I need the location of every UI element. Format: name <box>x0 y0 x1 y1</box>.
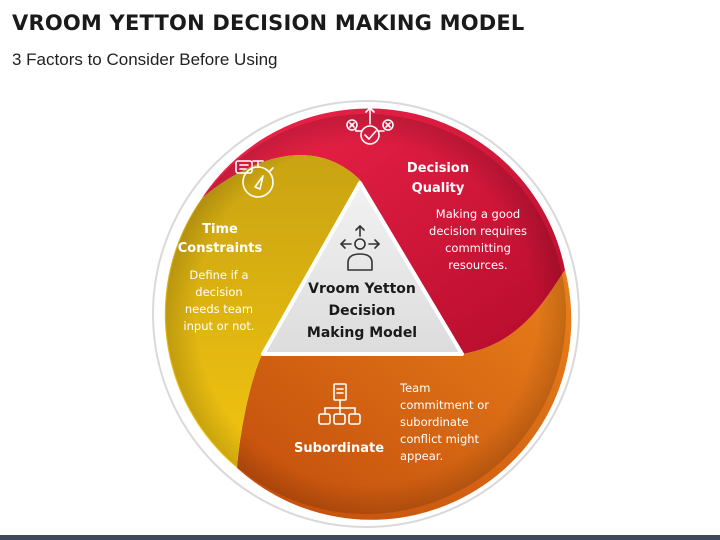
subordinate-body-2: commitment or <box>400 398 489 412</box>
subordinate-body-5: appear. <box>400 449 443 463</box>
time-constraints-body-1: Define if a <box>189 268 248 282</box>
org-chart-icon <box>318 383 361 425</box>
footer-bar <box>0 535 720 540</box>
decision-quality-body-4: resources. <box>448 258 507 272</box>
center-label-line-1: Vroom Yetton <box>308 281 416 297</box>
decision-quality-body-1: Making a good <box>436 207 520 221</box>
decision-quality-body-3: committing <box>445 241 511 255</box>
time-constraints-body-3: needs team <box>185 302 253 316</box>
center-label-line-2: Decision <box>329 303 396 319</box>
decision-quality-heading-1: Decision <box>407 161 469 176</box>
subordinate-body-3: subordinate <box>400 415 469 429</box>
decision-check-icon <box>346 107 394 145</box>
page-subtitle: 3 Factors to Consider Before Using <box>12 50 278 69</box>
decision-quality-body-2: decision requires <box>429 224 527 238</box>
stopwatch-icon <box>235 160 274 198</box>
subordinate-body-4: conflict might <box>400 432 480 446</box>
time-constraints-body-4: input or not. <box>183 319 254 333</box>
time-constraints-body-2: decision <box>195 285 242 299</box>
center-triangle <box>261 181 464 356</box>
time-constraints-heading-1: Time <box>202 222 238 237</box>
center-label-line-3: Making Model <box>307 325 417 341</box>
decision-quality-heading-2: Quality <box>412 181 465 196</box>
person-choices-icon <box>340 225 380 271</box>
time-constraints-heading-2: Constraints <box>178 241 263 256</box>
page-title: VROOM YETTON DECISION MAKING MODEL <box>12 11 525 35</box>
subordinate-heading: Subordinate <box>294 441 384 456</box>
subordinate-body-1: Team <box>399 381 430 395</box>
